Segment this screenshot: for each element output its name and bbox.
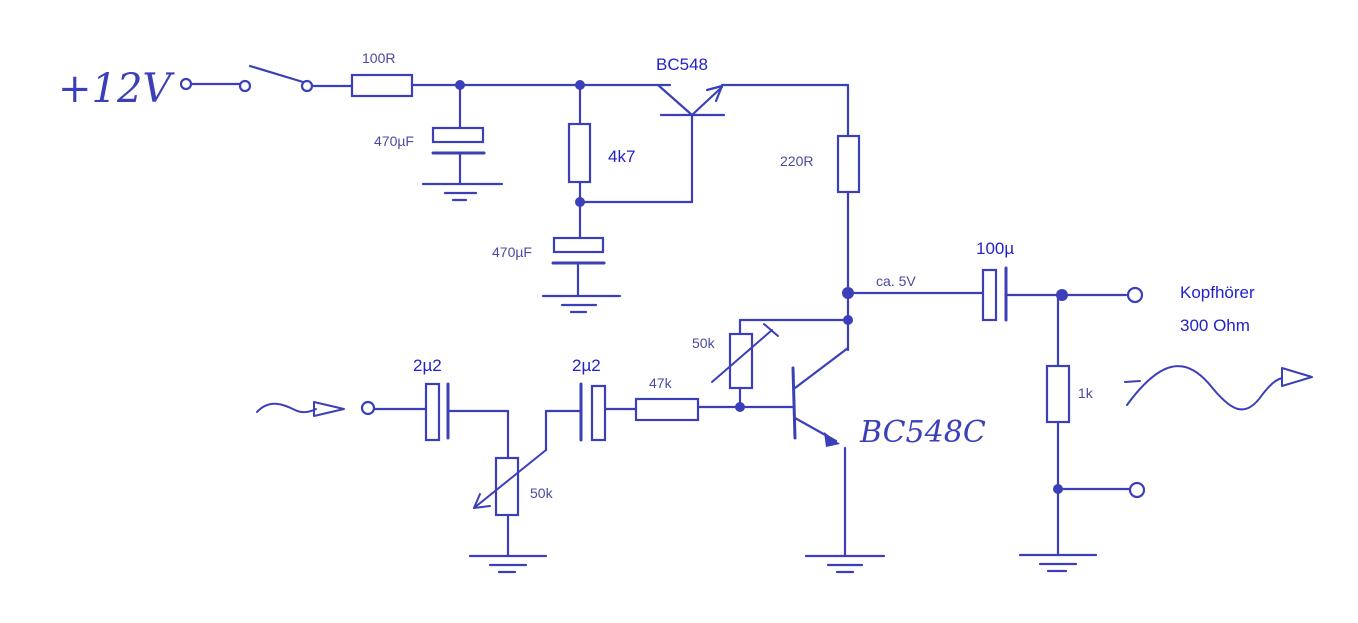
power-switch[interactable] [238,64,314,93]
supply-terminal[interactable] [179,77,193,91]
output-section: ca. 5V 100µ Kopfhörer 300 Ohm 1k [842,239,1313,573]
headphone-terminal-bottom[interactable] [1128,481,1146,499]
headphone-impedance-label: 300 Ohm [1180,316,1250,335]
input-waveform-icon [256,401,345,417]
supply-section: +12V 100R 470µF 4k7 [58,50,861,314]
output-waveform-icon [1124,365,1313,411]
supply-voltage-label: +12V [58,66,175,112]
node-voltage-label: ca. 5V [876,273,916,289]
capacitor-2u2-2-label: 2µ2 [572,356,601,375]
resistor-100r-label: 100R [362,50,395,66]
transistor-bc548c-amplifier [738,346,850,557]
capacitor-2u2-1 [424,382,450,442]
amplifier-stage: 50k BC548C 47k 2µ2 [256,291,986,574]
resistor-4k7-label: 4k7 [608,147,635,166]
potentiometer-50k-bias[interactable] [728,332,754,390]
ground-symbol [468,554,548,574]
ground-symbol [804,554,886,574]
resistor-4k7 [567,122,592,184]
resistor-220r [836,134,861,194]
capacitor-470uf-1 [431,83,486,185]
resistor-47k-label: 47k [649,375,673,391]
capacitor-2u2-2 [579,382,607,442]
ground-symbol [421,182,504,202]
headphone-label: Kopfhörer [1180,283,1255,302]
potentiometer-bias-label: 50k [692,335,716,351]
capacitor-2u2-1-label: 2µ2 [413,356,442,375]
potentiometer-volume-label: 50k [530,485,554,501]
capacitor-100u-label: 100µ [976,239,1014,258]
ground-symbol [1018,553,1098,573]
transistor-bc548-regulator [656,83,850,117]
capacitor-470uf-2-label: 470µF [492,244,532,260]
resistor-47k [634,397,700,422]
resistor-100r [350,73,414,98]
capacitor-100u [981,266,1008,322]
transistor-bc548c-label: BC548C [859,415,986,450]
ground-symbol [541,294,622,314]
resistor-220r-label: 220R [780,153,813,169]
resistor-1k-label: 1k [1078,385,1094,401]
resistor-1k [1045,364,1071,424]
capacitor-470uf-2 [551,236,606,297]
input-terminal[interactable] [360,400,376,416]
headphone-terminal-top[interactable] [1126,286,1144,304]
capacitor-470uf-1-label: 470µF [374,133,414,149]
transistor-bc548-label: BC548 [656,55,708,74]
